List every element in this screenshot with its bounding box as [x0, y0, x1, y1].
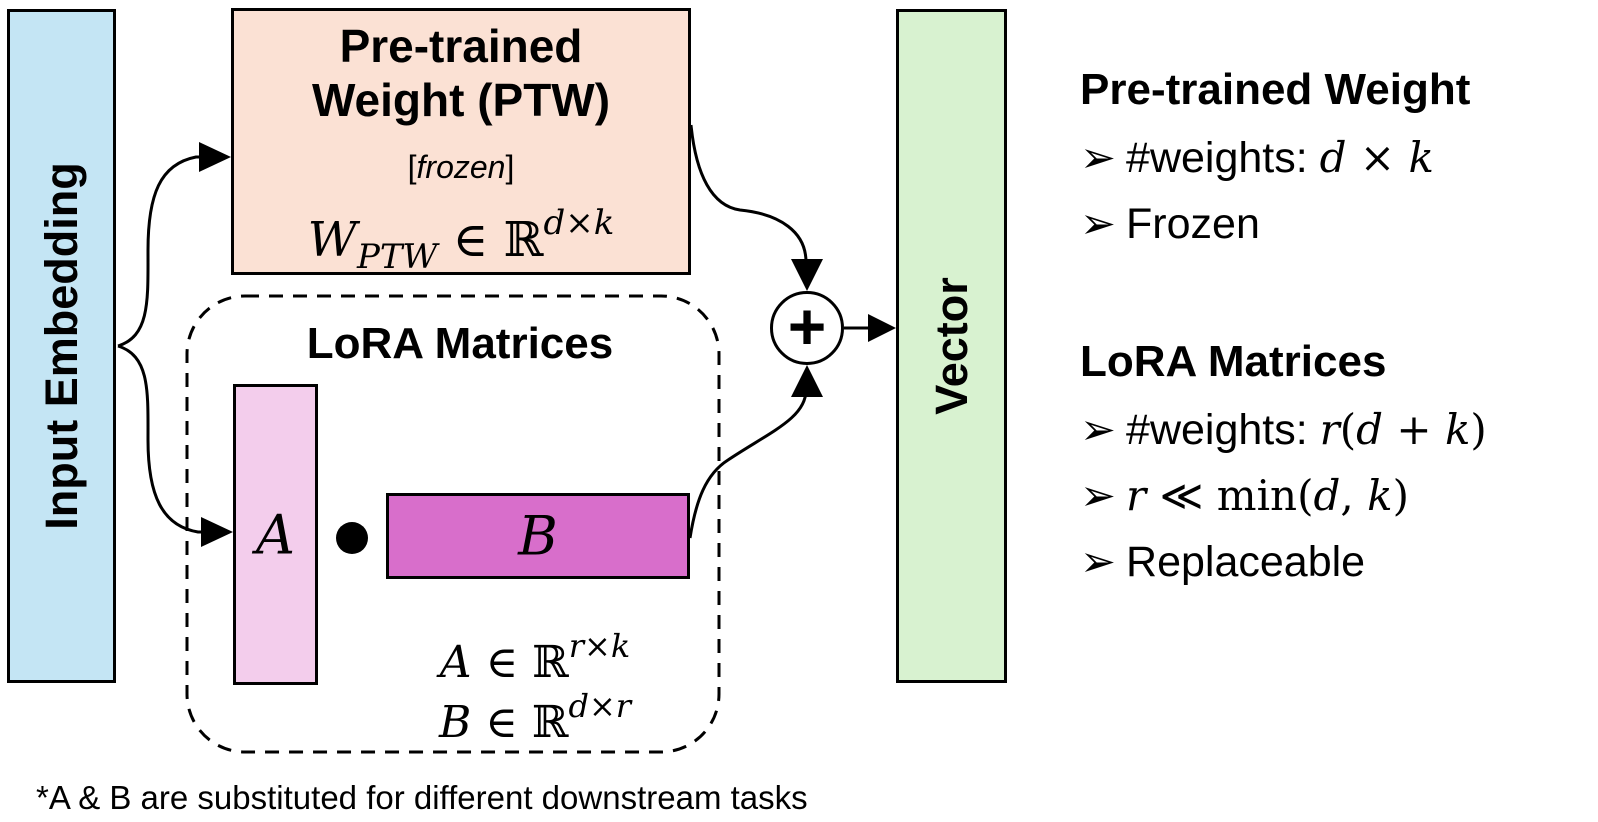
arrowhead-sum-bottom: [791, 365, 823, 397]
input-embedding-block: Input Embedding: [7, 9, 116, 683]
matrix-a-letter: A: [256, 503, 295, 566]
eq-a-field: ℝ: [532, 637, 569, 688]
legend-lora-heading: LoRA Matrices: [1080, 337, 1387, 386]
eq-a-lhs: A: [439, 637, 472, 688]
legend-lora-op: +: [1396, 405, 1432, 454]
legend-lora-weights: ➢#weights: r(d + k): [1080, 404, 1487, 456]
legend-lora-open: (: [1339, 405, 1357, 454]
legend-ptw-frozen-text: Frozen: [1126, 200, 1260, 248]
ptw-status: [frozen]: [407, 149, 515, 185]
legend-lora-r: r: [1319, 405, 1340, 454]
legend-ptw-k: k: [1408, 133, 1434, 182]
legend-rank-k: k: [1367, 471, 1393, 520]
legend-lora-weights-label: #weights:: [1126, 406, 1308, 454]
legend-lora-d: d: [1356, 405, 1384, 454]
eq-b-field: ℝ: [531, 697, 569, 748]
legend-rank-close: ): [1392, 471, 1409, 520]
eq-a-member: ∈: [485, 637, 519, 688]
bullet-arrow-icon: ➢: [1080, 538, 1117, 586]
eq-a-superscript: r×k: [568, 627, 631, 665]
ptw-eq-member: ∈: [452, 212, 489, 268]
legend-rank-fn: min: [1216, 471, 1298, 520]
legend-ptw-d: d: [1319, 133, 1347, 182]
ptw-eq-superscript: d×k: [543, 203, 615, 243]
matrix-b-equation: B ∈ ℝd×r: [390, 678, 680, 751]
legend-ptw-weights: ➢#weights: d × k: [1080, 132, 1434, 184]
arrow-ptw-to-sum: [689, 124, 808, 270]
vector-label: Vector: [925, 277, 977, 415]
arrowhead-a: [201, 517, 233, 547]
arrow-input-to-ptw: [117, 155, 228, 348]
arrow-input-to-a: [117, 344, 230, 534]
arrowhead-sum-top: [791, 259, 823, 291]
matrix-b-letter: B: [518, 504, 558, 568]
legend-lora-k: k: [1444, 405, 1471, 454]
ptw-eq-field: ℝ: [503, 212, 544, 268]
sum-plus-icon: +: [770, 291, 844, 365]
legend-ptw-frozen: ➢Frozen: [1080, 198, 1260, 250]
arrow-b-to-sum: [688, 384, 808, 539]
ptw-title-line1: Pre-trained: [339, 20, 583, 72]
legend-rank-r: r: [1126, 471, 1147, 520]
arrowhead-vector: [868, 314, 896, 342]
bullet-arrow-icon: ➢: [1080, 472, 1117, 520]
footnote: *A & B are substituted for different dow…: [36, 779, 808, 816]
ptw-status-text: frozen: [416, 149, 506, 185]
eq-b-superscript: d×r: [568, 687, 632, 725]
legend-lora-replaceable-text: Replaceable: [1126, 538, 1366, 586]
lora-container: [185, 294, 721, 754]
matrix-a-equation: A ∈ ℝr×k: [390, 618, 680, 691]
legend-rank-d: d: [1313, 471, 1341, 520]
vector-output-block: Vector: [896, 9, 1007, 683]
legend-lora-rank: ➢r ≪ min(d, k): [1080, 470, 1409, 522]
bullet-arrow-icon: ➢: [1080, 134, 1117, 182]
matrix-product-dot: [336, 522, 368, 554]
pretrained-weight-block: Pre-trained Weight (PTW) [frozen] WPTW ∈…: [231, 8, 691, 277]
input-embedding-label: Input Embedding: [35, 162, 87, 530]
ptw-title-line2: Weight (PTW): [311, 74, 611, 126]
matrix-b-block: B: [386, 493, 690, 579]
eq-b-member: ∈: [485, 697, 518, 748]
lora-matrices-label: LoRA Matrices: [306, 319, 614, 368]
legend-rank-open: (: [1297, 471, 1314, 520]
legend-ptw-weights-label: #weights:: [1126, 134, 1308, 182]
matrix-a-block: A: [233, 384, 318, 685]
legend-ptw-op: ×: [1359, 133, 1396, 182]
legend-ptw-heading: Pre-trained Weight: [1080, 65, 1471, 114]
bullet-arrow-icon: ➢: [1080, 406, 1117, 454]
eq-b-lhs: B: [438, 697, 472, 748]
ptw-eq-base: W: [307, 212, 357, 268]
bullet-arrow-icon: ➢: [1080, 200, 1117, 248]
arrowhead-ptw: [199, 142, 231, 172]
legend-lora-replaceable: ➢Replaceable: [1080, 536, 1365, 588]
ptw-eq-subscript: PTW: [357, 237, 438, 277]
legend-lora-close: ): [1470, 405, 1487, 454]
legend-rank-sep: ,: [1340, 471, 1354, 520]
ptw-equation: WPTW ∈ ℝd×k: [234, 191, 688, 289]
legend-rank-rel: ≪: [1159, 471, 1204, 520]
